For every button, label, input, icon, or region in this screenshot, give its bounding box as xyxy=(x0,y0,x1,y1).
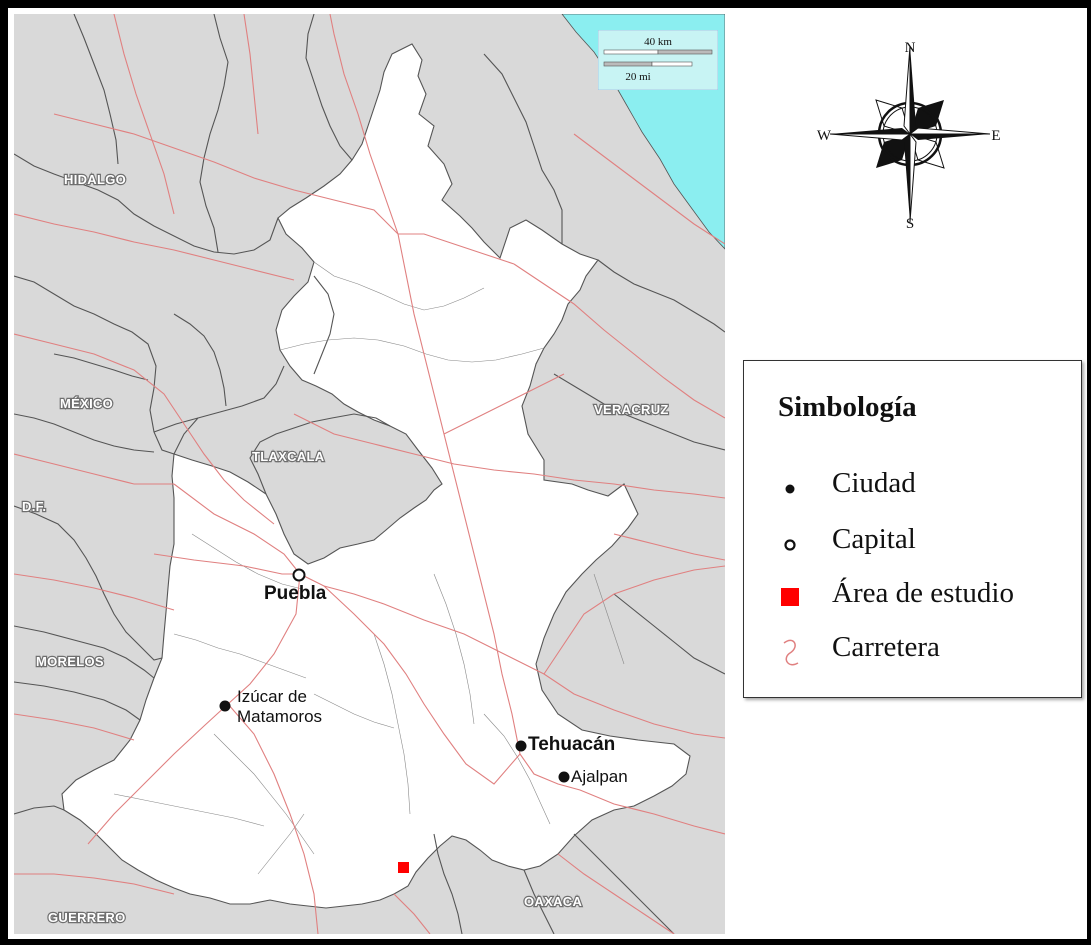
legend-item-capital: Capital xyxy=(770,521,1080,561)
legend-title: Simbología xyxy=(778,391,917,423)
state-borders xyxy=(14,14,725,934)
red-square-icon xyxy=(781,588,799,606)
hollow-circle-icon xyxy=(784,539,796,551)
state-label-mexico: MÉXICO xyxy=(60,396,113,411)
scale-bar: 40 km 20 mi xyxy=(598,30,718,90)
legend-item-carretera: Carretera xyxy=(770,629,1080,669)
legend-item-ciudad: Ciudad xyxy=(770,465,1080,505)
legend-panel: Simbología Ciudad Capital Área de estudi… xyxy=(743,360,1082,698)
state-label-hidalgo: HIDALGO xyxy=(64,172,126,187)
state-label-guerrero: GUERRERO xyxy=(48,910,126,925)
city-label-tehuacan: Tehuacán xyxy=(528,734,615,755)
roads xyxy=(14,14,725,934)
municipal-lines xyxy=(113,261,625,875)
city-marker-tehuacan xyxy=(515,740,527,752)
compass-rose-icon: N S E W xyxy=(817,40,1001,232)
city-label-puebla: Puebla xyxy=(264,583,327,604)
state-label-morelos: MORELOS xyxy=(36,654,104,669)
capital-marker-puebla xyxy=(292,568,306,582)
state-label-df: D.F. xyxy=(22,499,46,514)
scale-label-mi: 20 mi xyxy=(625,71,650,83)
legend-item-area-estudio: Área de estudio xyxy=(770,575,1080,615)
legend-label-carretera: Carretera xyxy=(832,631,940,663)
puebla-state-region xyxy=(61,43,691,909)
compass-south: S xyxy=(906,216,914,232)
city-label-ajalpan: Ajalpan xyxy=(571,767,628,786)
map-canvas: HIDALGO MÉXICO TLAXCALA VERACRUZ D.F. MO… xyxy=(14,14,725,934)
legend-label-capital: Capital xyxy=(832,523,916,555)
legend-label-area-estudio: Área de estudio xyxy=(832,577,1014,609)
city-marker-ajalpan xyxy=(558,771,570,783)
state-label-tlaxcala: TLAXCALA xyxy=(252,449,325,464)
road-curve-icon xyxy=(783,639,799,666)
city-label-izucar-line2: Matamoros xyxy=(237,707,322,726)
city-label-izucar-line1: Izúcar de xyxy=(237,687,307,706)
legend-label-ciudad: Ciudad xyxy=(832,467,916,499)
scale-label-km: 40 km xyxy=(644,36,672,48)
study-area-marker xyxy=(398,862,409,873)
filled-dot-icon xyxy=(785,484,795,494)
state-label-oaxaca: OAXACA xyxy=(524,894,582,909)
compass-west: W xyxy=(817,128,832,144)
compass-north: N xyxy=(905,40,916,56)
compass-east: E xyxy=(991,128,1000,144)
state-label-veracruz: VERACRUZ xyxy=(594,402,669,417)
city-marker-izucar xyxy=(219,700,231,712)
